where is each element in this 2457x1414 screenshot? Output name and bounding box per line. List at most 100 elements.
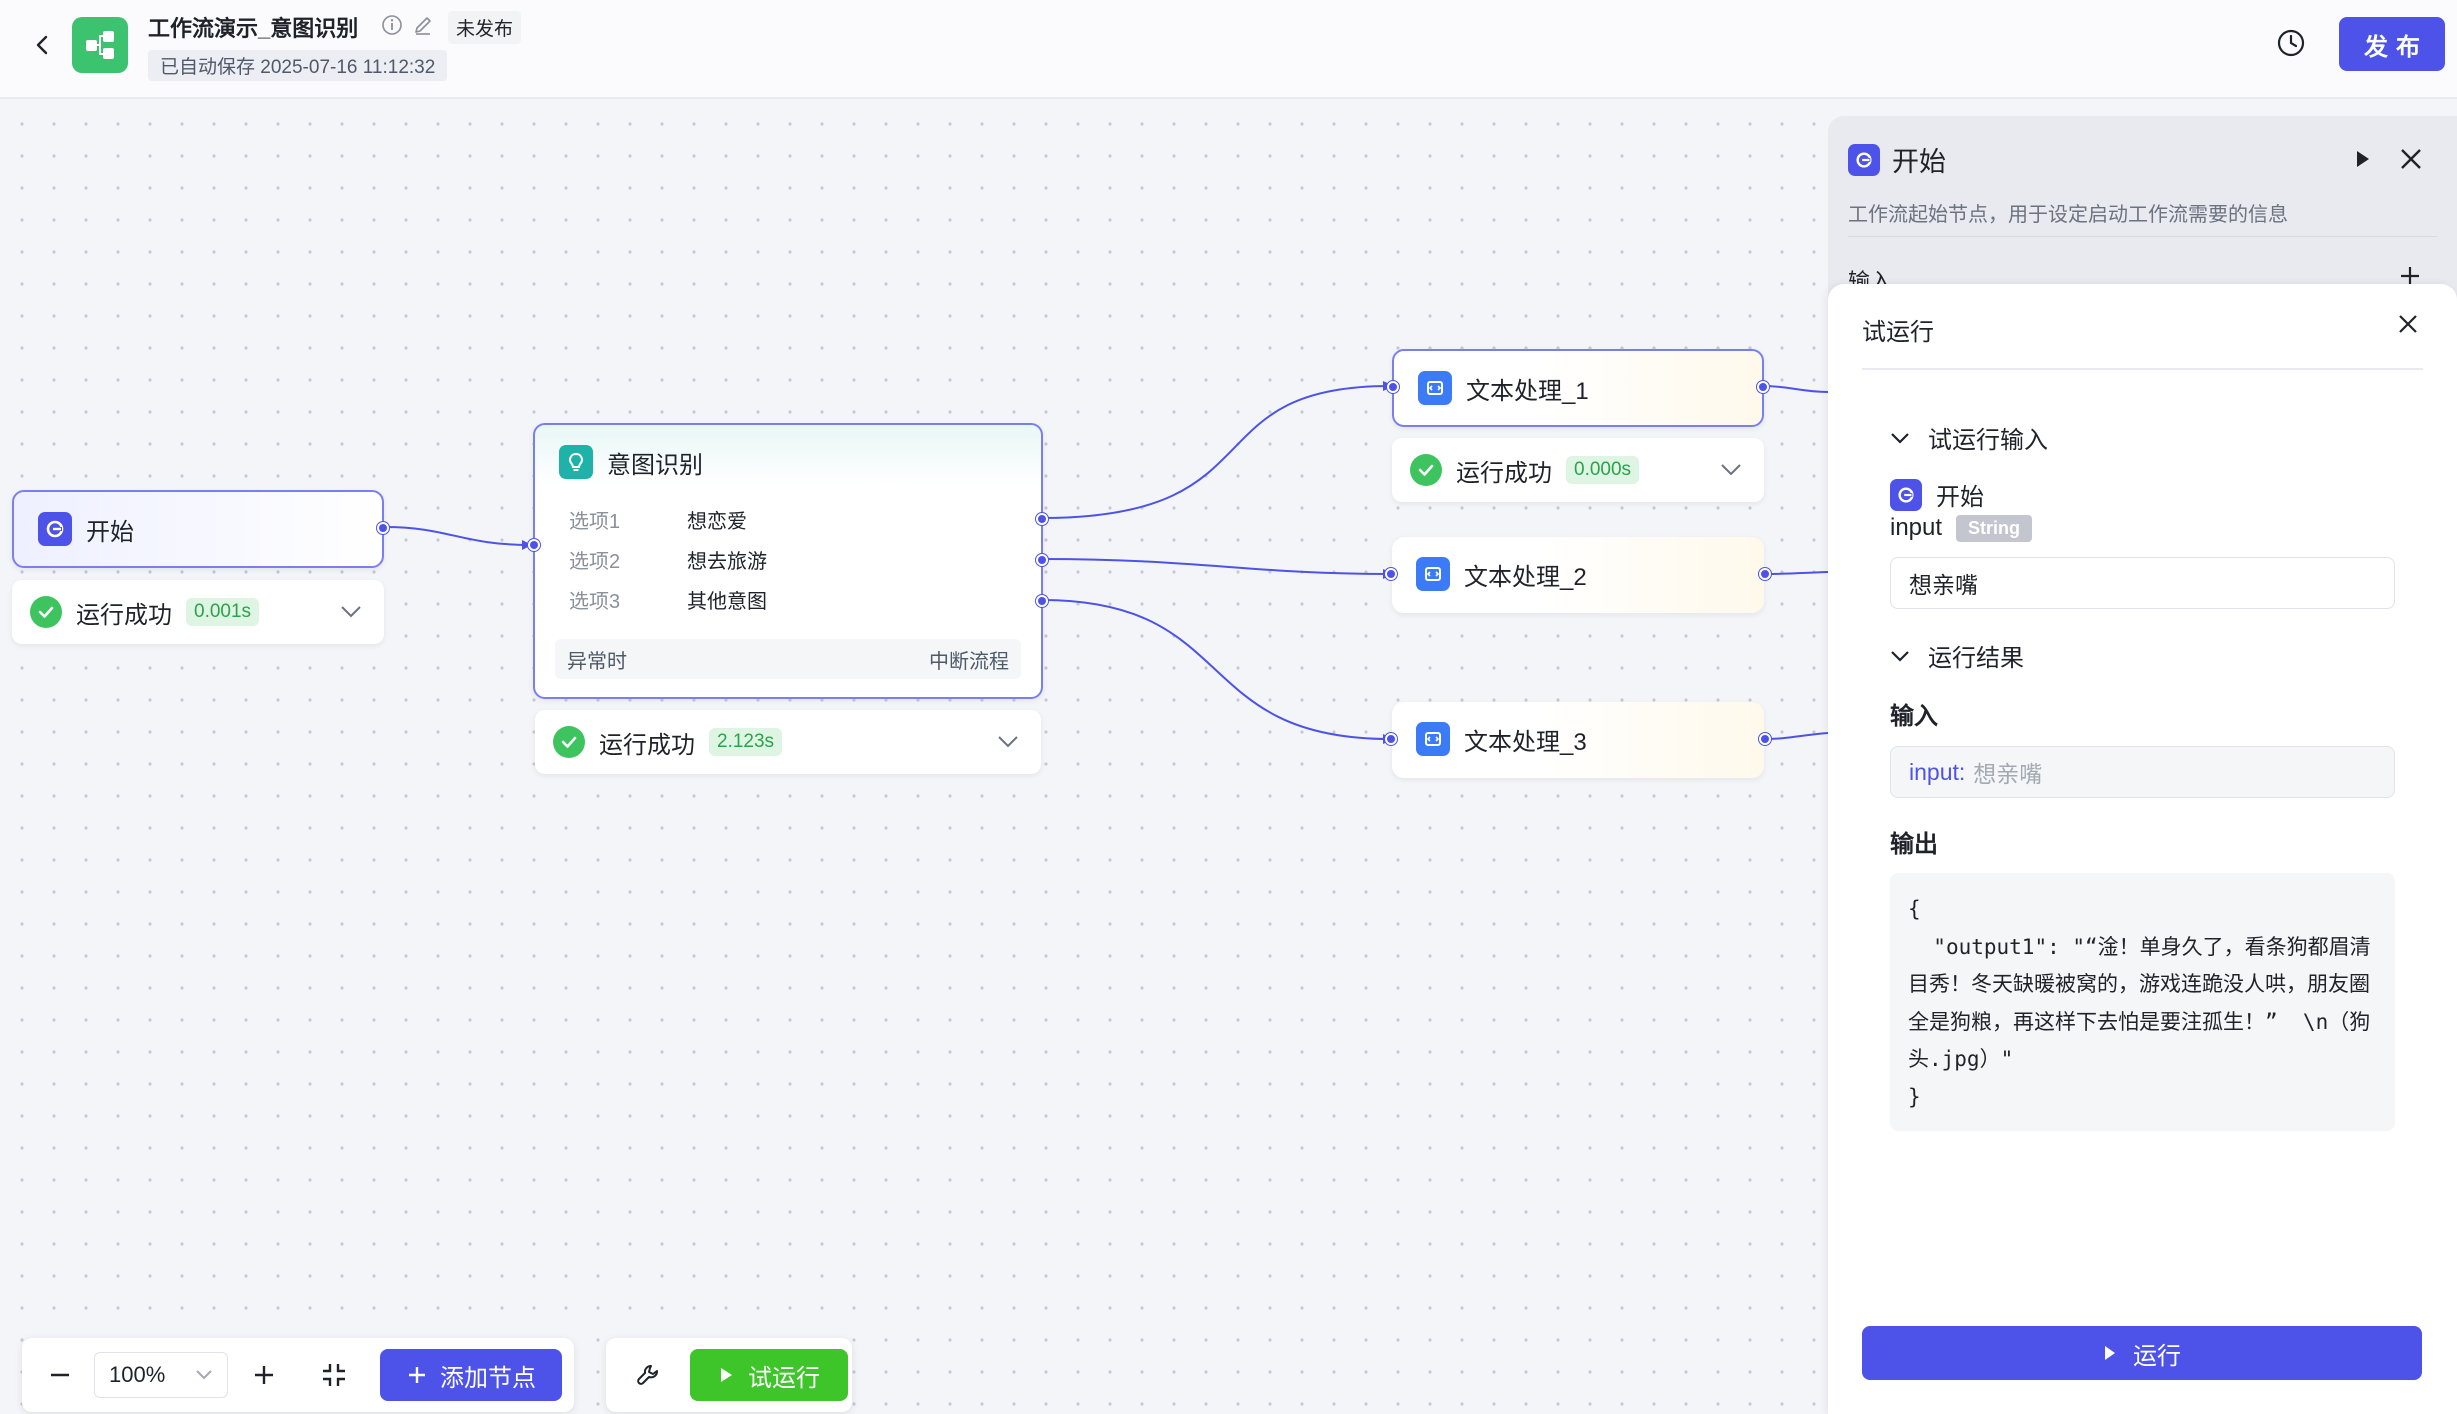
run-label: 运行 xyxy=(2133,1342,2181,1370)
chevron-down-icon xyxy=(1891,432,1909,444)
zoom-out-button[interactable] xyxy=(38,1353,82,1397)
option-value: 想去旅游 xyxy=(687,550,767,573)
play-icon xyxy=(2357,151,2369,167)
add-input-button[interactable] xyxy=(2398,264,2422,293)
close-icon xyxy=(2401,149,2421,169)
autosave-status: 已自动保存 2025-07-16 11:12:32 xyxy=(148,50,448,81)
start-panel-description: 工作流起始节点，用于设定启动工作流需要的信息 xyxy=(1848,204,2288,226)
node-text-process-3[interactable]: 文本处理_3 xyxy=(1385,702,1771,778)
zoom-value: 100% xyxy=(109,1362,166,1387)
workflow-logo xyxy=(72,17,128,73)
output-port[interactable] xyxy=(1759,733,1771,745)
canvas-toolbar: 100% 添加节点 xyxy=(22,1338,574,1412)
option-value: 想恋爱 xyxy=(687,510,747,533)
intent-option-2: 选项2 想去旅游 xyxy=(569,539,1041,579)
history-button[interactable] xyxy=(2274,26,2308,60)
output-port[interactable] xyxy=(1757,381,1769,393)
result-input-key: input: xyxy=(1909,758,1966,785)
output-port-option-1[interactable] xyxy=(1036,513,1048,525)
play-icon xyxy=(721,1368,732,1382)
clock-icon xyxy=(2277,29,2305,57)
start-node-icon xyxy=(38,512,72,546)
exception-label: 异常时 xyxy=(567,650,627,673)
input-port[interactable] xyxy=(1385,733,1397,745)
run-time-badge: 0.000s xyxy=(1566,456,1640,484)
node-text-process-1[interactable]: 文本处理_1 xyxy=(1387,349,1769,427)
intent-option-3: 选项3 其他意图 xyxy=(569,579,1041,619)
top-header: 工作流演示_意图识别 未发布 已自动保存 2025-07-16 11:12:32… xyxy=(0,0,2457,99)
start-run-status[interactable]: 运行成功 0.001s xyxy=(12,580,384,644)
collapse-icon xyxy=(323,1364,345,1386)
text1-run-status[interactable]: 运行成功 0.000s xyxy=(1392,438,1764,502)
input-field-label: input String xyxy=(1890,514,2033,542)
test-run-button[interactable]: 试运行 xyxy=(690,1349,848,1401)
publish-button[interactable]: 发布 xyxy=(2339,17,2445,71)
run-result-section-toggle[interactable]: 运行结果 xyxy=(1890,638,2024,673)
workflow-title: 工作流演示_意图识别 xyxy=(148,16,359,41)
node-title: 文本处理_2 xyxy=(1464,563,1587,591)
text-process-icon xyxy=(1418,371,1452,405)
node-title: 文本处理_1 xyxy=(1466,377,1589,405)
start-node-icon xyxy=(1890,478,1922,511)
divider xyxy=(1862,368,2423,370)
zoom-in-button[interactable] xyxy=(242,1353,286,1397)
add-node-button[interactable]: 添加节点 xyxy=(380,1349,562,1401)
node-title: 开始 xyxy=(86,518,134,546)
text-process-icon xyxy=(1416,557,1450,591)
output-port-option-2[interactable] xyxy=(1036,554,1048,566)
zoom-select[interactable]: 100% xyxy=(94,1352,228,1398)
publish-status-badge: 未发布 xyxy=(448,11,522,44)
result-input-heading: 输入 xyxy=(1890,703,1938,730)
chevron-down-icon[interactable] xyxy=(997,734,1019,750)
debug-settings-button[interactable] xyxy=(626,1353,670,1397)
input-port[interactable] xyxy=(528,539,540,551)
run-node-button[interactable] xyxy=(2354,148,2372,175)
start-panel-header: 开始 xyxy=(1848,140,1946,179)
run-button[interactable]: 运行 xyxy=(1862,1326,2422,1380)
intent-run-status[interactable]: 运行成功 2.123s xyxy=(535,710,1041,774)
option-key: 选项3 xyxy=(569,590,621,613)
play-icon xyxy=(2105,1346,2115,1360)
lightbulb-icon xyxy=(559,445,593,479)
section-title: 试运行输入 xyxy=(1928,427,2048,454)
input-value-field[interactable]: 想亲嘴 xyxy=(1890,557,2395,609)
input-port[interactable] xyxy=(1387,381,1399,393)
back-button[interactable] xyxy=(28,30,58,60)
plus-icon xyxy=(255,1366,273,1384)
plus-icon xyxy=(2401,267,2419,285)
status-text: 运行成功 xyxy=(1456,459,1552,487)
option-key: 选项1 xyxy=(569,510,621,533)
exception-action: 中断流程 xyxy=(929,650,1009,673)
output-port[interactable] xyxy=(377,522,389,534)
status-text: 运行成功 xyxy=(599,731,695,759)
input-port[interactable] xyxy=(1385,568,1397,580)
plus-icon xyxy=(409,1367,425,1383)
result-input-box: input: 想亲嘴 xyxy=(1890,746,2395,798)
chevron-down-icon xyxy=(196,1370,212,1380)
info-icon[interactable] xyxy=(381,14,403,41)
node-title: 文本处理_3 xyxy=(1464,728,1587,756)
node-intent-recognition[interactable]: 意图识别 选项1 想恋爱 选项2 想去旅游 选项3 其他意图 异常时 中断流程 xyxy=(528,423,1048,699)
chevron-down-icon[interactable] xyxy=(1720,462,1742,478)
node-start[interactable]: 开始 xyxy=(12,490,389,568)
check-circle-icon xyxy=(553,726,585,758)
input-node-name: 开始 xyxy=(1936,484,1984,511)
workflow-icon xyxy=(86,31,114,59)
result-output-box: { "output1": "“淦！单身久了，看条狗都眉清目秀！冬天缺暖被窝的，游… xyxy=(1890,873,2395,1131)
close-start-panel-button[interactable] xyxy=(2398,146,2424,177)
fit-view-button[interactable] xyxy=(312,1353,356,1397)
intent-option-1: 选项1 想恋爱 xyxy=(569,499,1041,539)
text-process-icon xyxy=(1416,722,1450,756)
wrench-icon xyxy=(637,1364,658,1385)
node-text-process-2[interactable]: 文本处理_2 xyxy=(1385,537,1771,613)
test-input-section-toggle[interactable]: 试运行输入 xyxy=(1890,420,2048,455)
run-toolbar: 试运行 xyxy=(606,1338,852,1412)
output-port[interactable] xyxy=(1759,568,1771,580)
chevron-down-icon[interactable] xyxy=(340,604,362,620)
result-output-heading: 输出 xyxy=(1890,831,1938,858)
close-test-panel-button[interactable] xyxy=(2396,312,2420,341)
output-port-option-3[interactable] xyxy=(1036,595,1048,607)
edit-icon[interactable] xyxy=(412,14,434,41)
check-circle-icon xyxy=(1410,454,1442,486)
result-input-value: 想亲嘴 xyxy=(1973,761,2043,787)
